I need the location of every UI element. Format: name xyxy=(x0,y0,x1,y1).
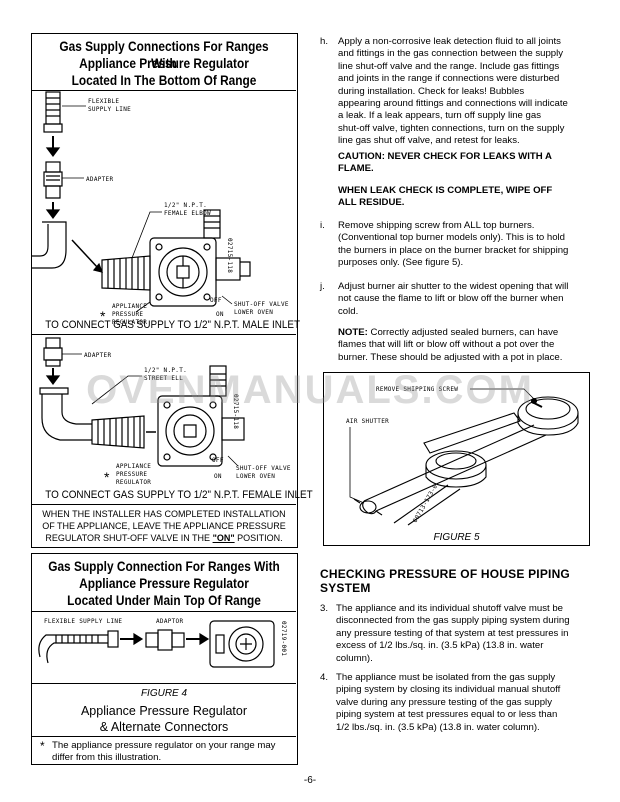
footnote-text: The appliance pressure regulator on your… xyxy=(52,740,276,763)
adapter-label: ADAPTER xyxy=(84,352,111,359)
lower-oven-label: LOWER OVEN xyxy=(236,473,275,480)
step-3: 3. The appliance and its individual shut… xyxy=(320,603,592,667)
step-i-text: Remove shipping screw from ALL top burne… xyxy=(338,220,569,269)
step-j-letter: j. xyxy=(320,281,325,292)
figure-5-box: REMOVE SHIPPING SCREW AIR SHUTTER 00713-… xyxy=(323,372,590,546)
step-h-letter: h. xyxy=(320,36,329,47)
part-code-3: 02719-001 xyxy=(280,621,287,656)
box1-header-line2: Appliance Pressure Regulator xyxy=(79,56,249,71)
divider xyxy=(32,683,296,684)
arrow-right-icon xyxy=(133,632,144,646)
caution-text: CAUTION: NEVER CHECK FOR LEAKS WITH A FL… xyxy=(338,151,552,175)
pressure-label: PRESSURE xyxy=(112,311,143,318)
figure-4-title1: Appliance Pressure Regulator xyxy=(80,704,248,718)
wipe-residue-text: WHEN LEAK CHECK IS COMPLETE, WIPE OFF AL… xyxy=(338,185,553,209)
figure-4-title2: & Alternate Connectors xyxy=(99,720,229,734)
part-code-2: 02715-118 xyxy=(232,394,239,429)
checking-title: CHECKING PRESSURE OF HOUSE PIPING SYSTEM xyxy=(320,567,570,595)
burner-note: NOTE: Correctly adjusted sealed burners,… xyxy=(338,327,563,363)
off-label: OFF xyxy=(210,297,222,304)
female-inlet-diagram: ADAPTER 1/2" N.P.T. STREET ELL 02715-118… xyxy=(39,337,291,486)
arrow-right-icon xyxy=(199,632,210,646)
supply-line-label: SUPPLY LINE xyxy=(88,106,131,113)
step-j: j. Adjust burner air shutter to the wide… xyxy=(320,281,592,321)
adaptor-label: ADAPTOR xyxy=(156,618,183,625)
divider xyxy=(32,334,296,335)
part-code-1: 02715-118 xyxy=(226,238,233,273)
step-i-letter: i. xyxy=(320,220,325,231)
asterisk-mark: * xyxy=(104,469,110,485)
divider xyxy=(32,736,296,737)
asterisk-mark: * xyxy=(100,308,106,324)
flexible-supply-line-label: FLEXIBLE SUPPLY LINE xyxy=(44,618,122,625)
air-shutter xyxy=(359,500,377,514)
note-label: NOTE: xyxy=(338,327,368,338)
male-inlet-caption: TO CONNECT GAS SUPPLY TO 1/2" N.P.T. MAL… xyxy=(45,319,301,331)
step-i: i. Remove shipping screw from ALL top bu… xyxy=(320,220,592,272)
arrow-down-icon xyxy=(45,375,61,385)
flexible-label: FLEXIBLE xyxy=(88,98,119,105)
step-4: 4. The appliance must be isolated from t… xyxy=(320,672,592,736)
divider xyxy=(32,504,296,505)
street-ell-label: STREET ELL xyxy=(144,375,183,382)
on-position-text: "ON" xyxy=(212,533,235,543)
regulator-label: REGULATOR xyxy=(116,479,151,486)
adapter-label: ADAPTER xyxy=(86,176,113,183)
npt-label: 1/2" N.P.T. xyxy=(144,367,187,374)
box2-header-line1: Gas Supply Connection For Ranges With xyxy=(48,559,280,574)
box2-header: Gas Supply Connection For Ranges With Ap… xyxy=(32,554,296,612)
burner-diagram: REMOVE SHIPPING SCREW AIR SHUTTER 00713-… xyxy=(346,386,579,526)
figure-5-caption: FIGURE 5 xyxy=(433,532,480,543)
female-elbow-label: FEMALE ELBOW xyxy=(164,210,211,217)
step-4-number: 4. xyxy=(320,672,329,683)
appliance-label: APPLIANCE xyxy=(116,463,151,470)
arrow-down-icon xyxy=(45,147,61,157)
footnote-asterisk: * xyxy=(40,739,45,753)
pressure-label: PRESSURE xyxy=(116,471,147,478)
note-line3: REGULATOR SHUT-OFF VALVE IN THE "ON" POS… xyxy=(45,533,283,543)
lower-oven-label: LOWER OVEN xyxy=(234,309,273,316)
bottom-regulator-box: Gas Supply Connections For Ranges With A… xyxy=(31,33,313,548)
arrow-down-icon xyxy=(45,209,61,219)
page-number: -6- xyxy=(303,775,317,786)
step-3-text: The appliance and its individual shutoff… xyxy=(336,603,570,664)
installer-note: WHEN THE INSTALLER HAS COMPLETED INSTALL… xyxy=(32,508,296,544)
alternate-connectors-diagram: FLEXIBLE SUPPLY LINE ADAPTOR 02719-001 xyxy=(38,618,287,668)
npt-label: 1/2" N.P.T. xyxy=(164,202,207,209)
box1-header-line3: Located In The Bottom Of Range xyxy=(71,73,257,88)
note-line2: OF THE APPLIANCE, LEAVE THE APPLIANCE PR… xyxy=(42,521,286,531)
main-top-regulator-box: Gas Supply Connection For Ranges With Ap… xyxy=(31,553,298,765)
male-inlet-diagram: FLEXIBLE SUPPLY LINE ADAPTER 1/2" N.P.T.… xyxy=(32,91,289,326)
right-column: h. Apply a non-corrosive leak detection … xyxy=(320,36,592,756)
shutoff-valve-label: SHUT-OFF VALVE xyxy=(236,465,291,472)
box1-header-line1: Gas Supply Connections For Ranges With xyxy=(59,39,269,71)
off-label: OFF xyxy=(212,457,224,464)
on-label: ON xyxy=(216,311,224,318)
appliance-label: APPLIANCE xyxy=(112,303,147,310)
checking-pressure-section: CHECKING PRESSURE OF HOUSE PIPING SYSTEM… xyxy=(320,567,592,732)
remove-shipping-screw-label: REMOVE SHIPPING SCREW xyxy=(376,386,458,393)
female-inlet-caption: TO CONNECT GAS SUPPLY TO 1/2" N.P.T. FEM… xyxy=(45,489,313,501)
box2-header-line2: Appliance Pressure Regulator xyxy=(79,576,249,591)
on-label: ON xyxy=(214,473,222,480)
regulator-label: REGULATOR xyxy=(112,319,147,326)
figure-4-label: FIGURE 4 xyxy=(140,688,188,699)
note-line1: WHEN THE INSTALLER HAS COMPLETED INSTALL… xyxy=(42,509,286,519)
box2-header-line3: Located Under Main Top Of Range xyxy=(67,593,261,608)
step-4-text: The appliance must be isolated from the … xyxy=(336,672,561,733)
step-h-text: Apply a non-corrosive leak detection flu… xyxy=(338,36,568,147)
pressure-regulator xyxy=(209,620,275,668)
watermark: OVENMANUALS.COM xyxy=(86,368,534,412)
step-h: h. Apply a non-corrosive leak detection … xyxy=(320,36,592,148)
air-shutter-label: AIR SHUTTER xyxy=(346,418,389,425)
step-3-number: 3. xyxy=(320,603,329,614)
shutoff-valve-label: SHUT-OFF VALVE xyxy=(234,301,289,308)
flexible-line-top xyxy=(45,91,61,125)
box1-header: Gas Supply Connections For Ranges With A… xyxy=(32,34,296,91)
step-j-text: Adjust burner air shutter to the widest … xyxy=(338,281,569,317)
